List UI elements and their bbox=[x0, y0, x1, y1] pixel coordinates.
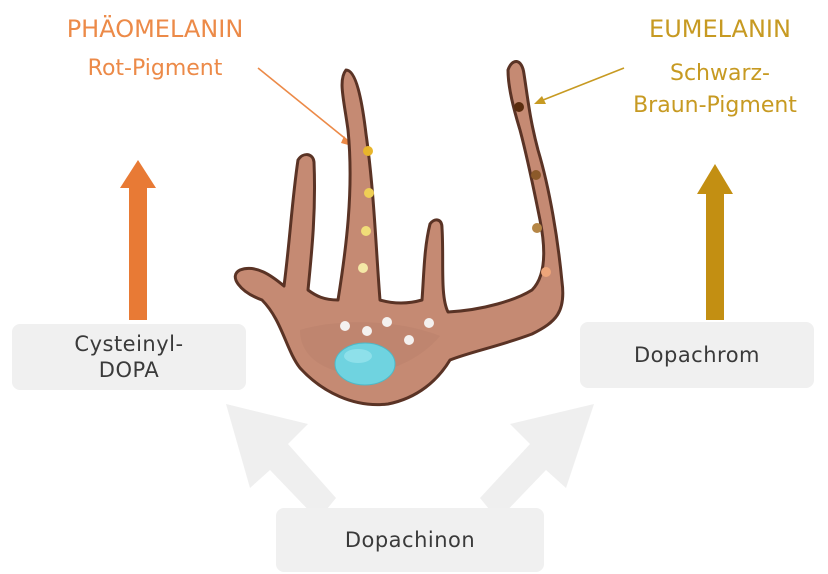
melanocyte-cell bbox=[235, 61, 563, 404]
eumelanin-subtitle-line1: Schwarz- bbox=[620, 60, 820, 88]
arrow-dopachinon-to-cysteinyldopa bbox=[226, 404, 336, 520]
arrow-to-eumelanin bbox=[697, 164, 733, 320]
cysteinyldopa-line1: Cysteinyl- bbox=[74, 331, 183, 357]
pheomelanin-title: PHÄOMELANIN bbox=[40, 14, 270, 44]
nucleus-highlight bbox=[344, 349, 372, 363]
dopachrom-box: Dopachrom bbox=[580, 322, 814, 388]
eumelanin-subtitle-line2: Braun-Pigment bbox=[605, 92, 825, 120]
arrow-to-pheomelanin bbox=[120, 160, 156, 320]
nucleus bbox=[335, 343, 395, 385]
cysteinyldopa-line2: DOPA bbox=[99, 357, 159, 383]
arrow-dopachinon-to-dopachrom bbox=[480, 404, 594, 520]
pointer-pheomelanin bbox=[258, 68, 352, 144]
cysteinyldopa-box: Cysteinyl- DOPA bbox=[12, 324, 246, 390]
dopachrom-label: Dopachrom bbox=[634, 342, 760, 368]
eumelanin-title: EUMELANIN bbox=[620, 14, 820, 44]
dopachinon-box: Dopachinon bbox=[276, 508, 544, 572]
pheomelanin-subtitle: Rot-Pigment bbox=[55, 55, 255, 83]
dopachinon-label: Dopachinon bbox=[345, 527, 475, 553]
